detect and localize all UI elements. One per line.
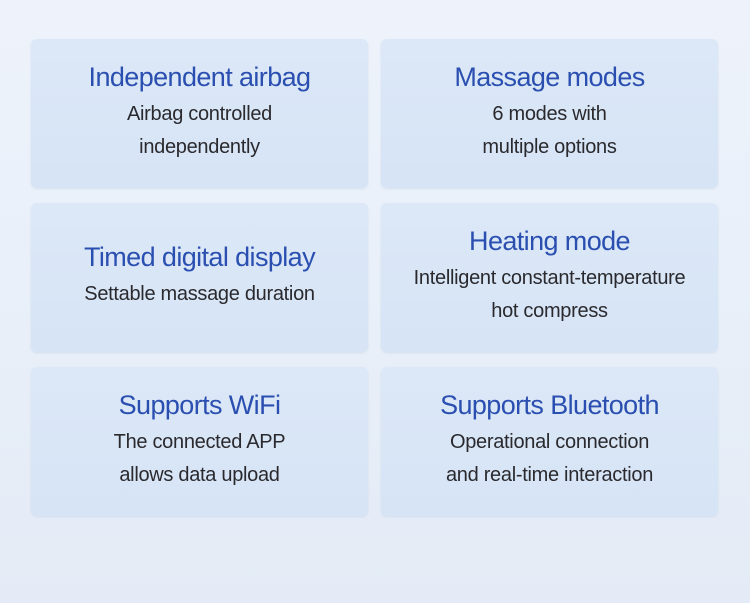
feature-description-line: allows data upload — [119, 463, 280, 486]
feature-description: Operational connection and real-time int… — [446, 426, 653, 492]
feature-description: Settable massage duration — [84, 278, 315, 311]
feature-description-line: hot compress — [491, 299, 608, 322]
feature-card-supports-bluetooth: Supports Bluetooth Operational connectio… — [381, 367, 718, 516]
feature-description: The connected APP allows data upload — [114, 426, 286, 492]
feature-grid: Independent airbag Airbag controlled ind… — [31, 39, 718, 516]
feature-description-line: The connected APP — [113, 430, 286, 453]
feature-description: Intelligent constant-temperature hot com… — [414, 262, 686, 328]
feature-description-line: and real-time interaction — [445, 463, 654, 486]
feature-description-line: multiple options — [482, 135, 617, 158]
feature-title: Massage modes — [454, 61, 645, 92]
feature-description: Airbag controlled independently — [127, 98, 272, 164]
feature-card-independent-airbag: Independent airbag Airbag controlled ind… — [31, 39, 368, 188]
feature-title: Independent airbag — [88, 61, 312, 92]
feature-title: Timed digital display — [83, 242, 316, 272]
feature-card-supports-wifi: Supports WiFi The connected APP allows d… — [31, 367, 368, 516]
feature-card-heating-mode: Heating mode Intelligent constant-temper… — [381, 203, 718, 352]
feature-description-line: Intelligent constant-temperature — [413, 266, 686, 289]
feature-description-line: independently — [139, 135, 260, 158]
feature-title: Heating mode — [469, 225, 631, 256]
feature-description-line: Airbag controlled — [127, 102, 272, 125]
feature-title: Supports WiFi — [118, 389, 281, 420]
feature-title: Supports Bluetooth — [440, 389, 659, 420]
feature-card-timed-digital-display: Timed digital display Settable massage d… — [31, 203, 368, 352]
feature-description-line: Settable massage duration — [84, 283, 315, 305]
feature-description: 6 modes with multiple options — [482, 98, 616, 164]
feature-card-massage-modes: Massage modes 6 modes with multiple opti… — [381, 39, 718, 188]
feature-description-line: 6 modes with — [492, 102, 607, 125]
feature-description-line: Operational connection — [449, 430, 650, 453]
